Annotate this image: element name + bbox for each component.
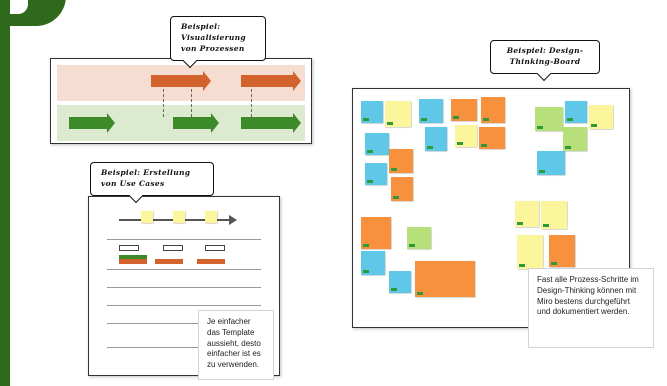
- callout-use-cases: Beispiel: Erstellung von Use Cases: [90, 162, 214, 196]
- process-arrow: [241, 113, 301, 133]
- form-field-line: [107, 347, 261, 348]
- sticky-note: [515, 201, 539, 227]
- sticky-note: [385, 101, 411, 127]
- note-template-text: Je einfacher das Template aussieht, dest…: [207, 317, 261, 370]
- sticky-note: [425, 127, 447, 151]
- sticky-note: [549, 235, 575, 267]
- status-bar: [119, 255, 147, 259]
- sticky-note: [391, 177, 413, 201]
- use-case-sticky: [205, 211, 217, 223]
- form-field-line: [107, 269, 261, 270]
- status-bar: [155, 259, 183, 264]
- callout-use-cases-text: Beispiel: Erstellung von Use Cases: [101, 168, 191, 188]
- callout-design-thinking: Beispiel: Design-Thinking-Board: [490, 40, 600, 74]
- process-arrow: [69, 113, 115, 133]
- sticky-note: [451, 99, 477, 121]
- use-case-sticky: [173, 211, 185, 223]
- slide-canvas: Beispiel: Visualisierung von Prozessen B…: [10, 0, 667, 386]
- process-connector: [251, 89, 252, 117]
- status-bar: [119, 259, 147, 264]
- sticky-note: [361, 101, 383, 123]
- sticky-note: [535, 107, 563, 131]
- use-case-sticky: [141, 211, 153, 223]
- process-arrow: [151, 71, 211, 91]
- sticky-note: [455, 125, 477, 147]
- process-arrow: [173, 113, 219, 133]
- sticky-note: [541, 201, 567, 229]
- sticky-note: [537, 151, 565, 175]
- form-field-line: [107, 323, 261, 324]
- process-connector: [191, 89, 192, 117]
- sticky-note: [517, 235, 543, 269]
- callout-design-thinking-text: Beispiel: Design-Thinking-Board: [506, 46, 584, 66]
- role-icon: [163, 245, 183, 251]
- role-icon: [119, 245, 139, 251]
- form-field-line: [107, 239, 261, 240]
- sticky-note: [389, 271, 411, 293]
- sticky-note: [415, 261, 475, 297]
- status-bar: [197, 259, 225, 264]
- process-visualization-image: [50, 58, 312, 144]
- sticky-note: [419, 99, 443, 123]
- use-case-arrow-head: [229, 215, 237, 225]
- role-icon: [205, 245, 225, 251]
- note-template: Je einfacher das Template aussieht, dest…: [198, 310, 274, 380]
- sticky-note: [361, 217, 391, 249]
- sticky-note: [365, 163, 387, 185]
- sticky-note: [365, 133, 389, 155]
- callout-process: Beispiel: Visualisierung von Prozessen: [170, 16, 266, 61]
- sticky-note: [389, 149, 413, 173]
- note-design-thinking-text: Fast alle Prozess-Schritte im Design-Thi…: [537, 275, 639, 317]
- sticky-note: [479, 127, 505, 149]
- form-field-line: [107, 305, 261, 306]
- sticky-note: [565, 101, 587, 123]
- sticky-note: [481, 97, 505, 123]
- sticky-note: [361, 251, 385, 275]
- note-design-thinking: Fast alle Prozess-Schritte im Design-Thi…: [528, 268, 654, 348]
- corner-dot: [10, 0, 28, 14]
- process-arrow: [241, 71, 301, 91]
- process-connector: [163, 89, 164, 117]
- callout-process-text: Beispiel: Visualisierung von Prozessen: [181, 22, 246, 53]
- sticky-note: [407, 227, 431, 249]
- sticky-note: [563, 127, 587, 151]
- form-field-line: [107, 287, 261, 288]
- sticky-note: [589, 105, 613, 129]
